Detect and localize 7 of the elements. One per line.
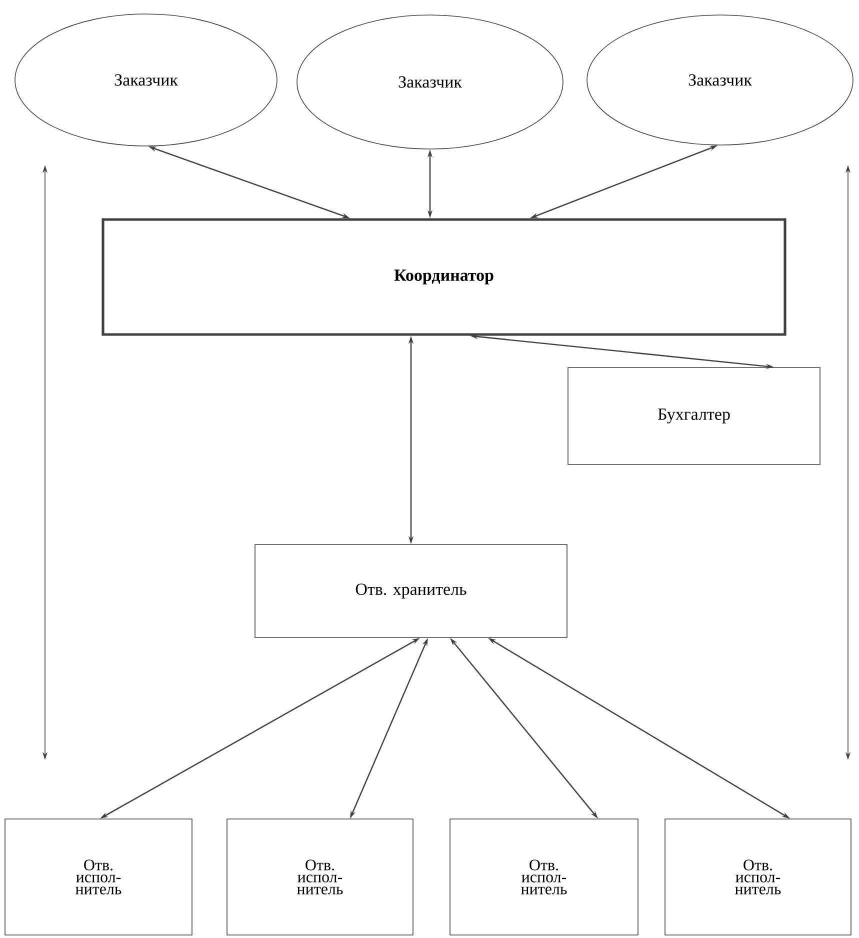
accountant-box: Бухгалтер <box>568 367 820 465</box>
executor-box: Отв. испол-нитель <box>4 818 192 936</box>
executor-box: Отв. испол-нитель <box>226 818 414 936</box>
coordinator-box: Координатор <box>102 218 786 336</box>
executor-box: Отв. испол-нитель <box>450 818 638 936</box>
executor-box: Отв. испол-нитель <box>664 818 852 936</box>
keeper-box: Отв. хранитель <box>254 544 568 638</box>
